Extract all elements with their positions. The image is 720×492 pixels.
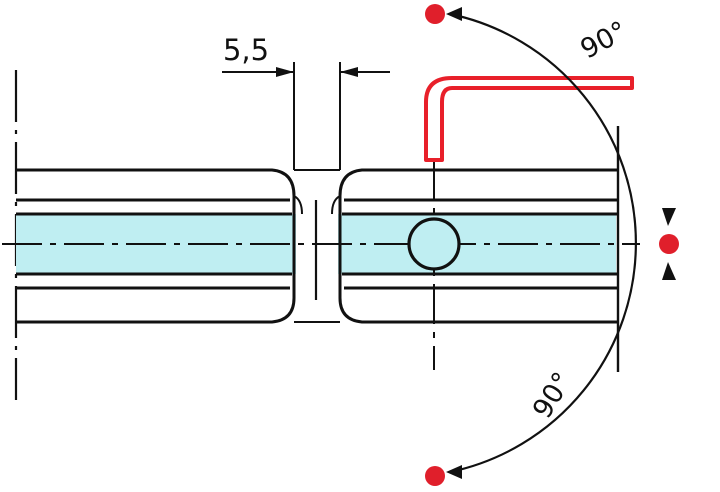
gap-dimension: 5,5 xyxy=(222,33,390,170)
set-screw-circle xyxy=(407,217,461,271)
gap-dimension-label: 5,5 xyxy=(223,33,269,67)
pivot-dot-icon-top xyxy=(425,4,445,24)
upper-angle-label: 90° xyxy=(576,16,633,66)
right-profile-piece xyxy=(338,168,618,324)
lower-angle-label: 90° xyxy=(527,367,579,424)
left-profile-piece xyxy=(16,168,296,324)
hex-key-icon xyxy=(424,76,634,162)
rotation-arc xyxy=(446,7,676,479)
pivot-dot-icon-middle xyxy=(659,234,679,254)
gap-connector xyxy=(293,169,341,323)
pivot-dot-icon-bottom xyxy=(425,466,445,486)
